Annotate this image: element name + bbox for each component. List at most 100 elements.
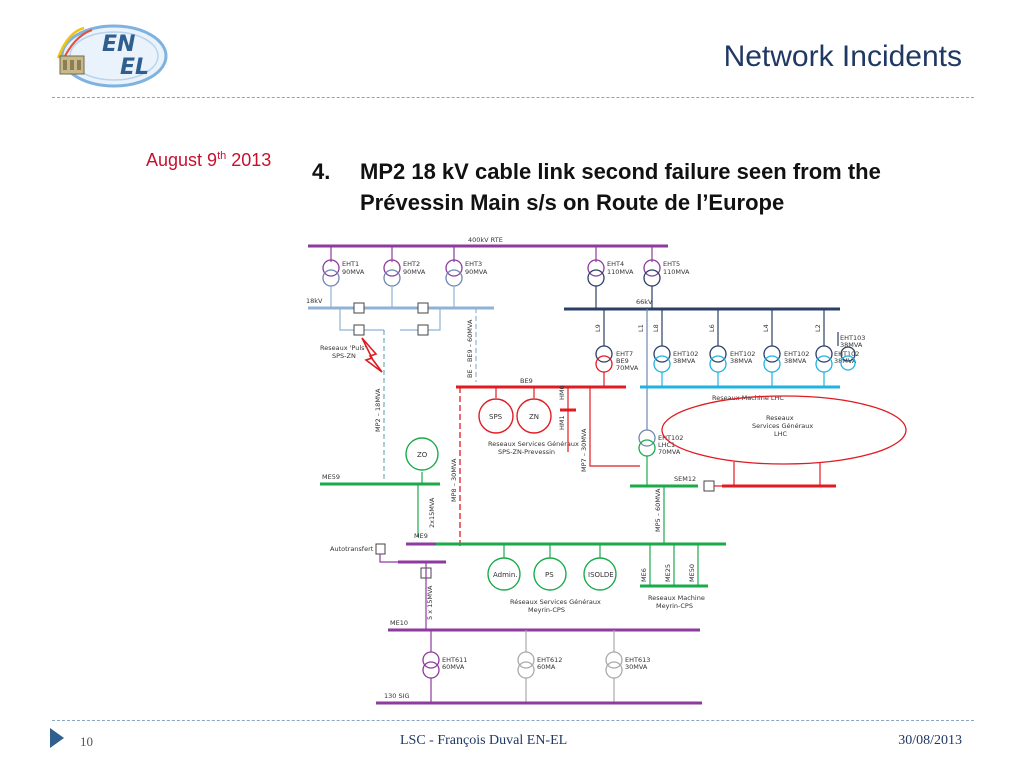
network-diagram: 400kV RTE EHT1 90MVA EHT2 90MVA EHT3 90M… [306, 236, 907, 705]
label-eht2: EHT2 [403, 260, 420, 268]
label-eht1: EHT1 [342, 260, 359, 268]
label-eht613-mva: 30MVA [625, 663, 648, 671]
play-arrow-icon [50, 728, 64, 748]
transformer-eht103: EHT103 38MVA [837, 332, 865, 371]
label-2x15: 2x15MVA [428, 497, 436, 528]
load-isolde [583, 557, 617, 591]
label-me10: ME10 [390, 619, 408, 627]
label-eht103: EHT103 [840, 334, 865, 342]
label-eht102-c-mva: 38MVA [784, 357, 807, 365]
label-l4: L4 [762, 324, 770, 332]
load-zn [516, 398, 552, 434]
label-66kv: 66kV [636, 298, 653, 306]
breaker-18kv-d [417, 324, 429, 336]
label-eht5: EHT5 [663, 260, 680, 268]
label-load-isolde: ISOLDE [588, 571, 614, 579]
transformer-eht102-b: EHT102 38MVA [709, 309, 755, 386]
label-eht1-mva: 90MVA [342, 268, 365, 276]
transformer-eht7: EHT7 BE9 70MVA [595, 345, 639, 387]
label-eht102-a: EHT102 [673, 350, 698, 358]
label-eht5-mva: 110MVA [663, 268, 690, 276]
label-me9: ME9 [414, 532, 428, 540]
label-130sig: 130 SIG [384, 692, 410, 700]
label-5x15: 5 x 15MVA [426, 585, 434, 620]
failure-lightning-icon [361, 337, 383, 373]
label-eht103-mva: 38MVA [840, 341, 863, 349]
header-divider [52, 97, 974, 98]
en-el-logo: EN EL [56, 24, 168, 88]
ring-lhc-services [661, 395, 907, 465]
breaker-autotransfert [375, 543, 386, 555]
transformer-eht1: EHT1 90MVA [322, 246, 365, 308]
load-sps [478, 398, 514, 434]
label-load-admin: Admin. [493, 571, 518, 579]
label-eht612: EHT612 [537, 656, 562, 664]
label-mp7: MP7 – 30MVA [580, 428, 588, 472]
label-eht612-mva: 60MA [537, 663, 556, 671]
label-eht102-d: EHT102 [834, 350, 859, 358]
label-be-be9: BE – BE9 – 60MVA [466, 319, 474, 378]
label-l9: L9 [594, 324, 602, 332]
label-eht611: EHT611 [442, 656, 467, 664]
load-zo [405, 437, 439, 471]
transformer-eht613: EHT613 30MVA [605, 630, 650, 702]
footer-divider [52, 720, 974, 721]
date-sup: th [217, 150, 227, 162]
label-rsg-lhc-3: LHC [774, 430, 788, 438]
label-eht7: EHT7 [616, 350, 633, 358]
transformer-eht3: EHT3 90MVA [445, 246, 488, 308]
label-rsg-spszn-1: Reseaux Services Généraux [488, 440, 579, 448]
transformer-eht2: EHT2 90MVA [383, 246, 426, 308]
cable-mp7 [589, 387, 640, 467]
label-load-ps: PS [545, 571, 554, 579]
label-sps-zn-top: SPS-ZN [332, 352, 356, 360]
label-autotransfert: Autotransfert [330, 545, 374, 553]
label-eht7-mva: 70MVA [616, 364, 639, 372]
transformer-eht102-a: EHT102 38MVA [653, 309, 698, 386]
logo-text-en: EN [102, 32, 135, 57]
transformer-eht612: EHT612 60MA [517, 630, 562, 702]
label-l6: L6 [708, 324, 716, 332]
label-l2: L2 [814, 324, 822, 332]
bullet-text: MP2 18 kV cable link second failure seen… [360, 159, 881, 215]
footer-author: LSC - François Duval EN-EL [400, 733, 568, 748]
label-l1: L1 [637, 324, 645, 332]
label-load-zo: ZO [417, 451, 428, 459]
label-lhc1: LHC1 [658, 441, 675, 449]
load-admin [487, 557, 521, 591]
label-eht4-mva: 110MVA [607, 268, 634, 276]
label-rsg-meyrin-2: Meyrin-CPS [528, 606, 565, 614]
label-mp8: MP8 – 30MVA [450, 458, 458, 502]
label-hm0: HM0 [558, 385, 566, 400]
label-eht3: EHT3 [465, 260, 482, 268]
label-me25: ME25 [664, 564, 672, 582]
label-eht102-lhc: EHT102 [658, 434, 683, 442]
label-eht102-c: EHT102 [784, 350, 809, 358]
label-sem12: SEM12 [674, 475, 696, 483]
logo-text-el: EL [120, 55, 149, 80]
label-18kv: 18kV [306, 297, 323, 305]
label-eht7-be9: BE9 [616, 357, 629, 365]
transformer-eht4: EHT4 110MVA [587, 246, 634, 308]
label-rsg-lhc-2: Services Généraux [752, 422, 813, 430]
page-title: Network Incidents [723, 40, 962, 73]
load-ps [533, 557, 567, 591]
label-rsg-spszn-2: SPS-ZN-Prevessin [498, 448, 555, 456]
breaker-18kv-a [353, 302, 365, 314]
label-me50: ME50 [688, 564, 696, 582]
transformer-eht102-c: EHT102 38MVA [763, 309, 809, 386]
breaker-18kv-c [353, 324, 365, 336]
label-eht613: EHT613 [625, 656, 650, 664]
label-rsg-meyrin-1: Réseaux Services Généraux [510, 598, 601, 606]
label-load-sps: SPS [489, 413, 503, 421]
label-eht2-mva: 90MVA [403, 268, 426, 276]
transformer-eht611: EHT611 60MVA [422, 630, 467, 702]
label-eht102-b: EHT102 [730, 350, 755, 358]
label-rm-meyrin-2: Meyrin-CPS [656, 602, 693, 610]
date-tag: August 9th 2013 [146, 150, 271, 171]
label-lhc1-mva: 70MVA [658, 448, 681, 456]
label-eht4: EHT4 [607, 260, 624, 268]
label-me6: ME6 [640, 568, 648, 582]
transformer-eht5: EHT5 110MVA [643, 246, 690, 308]
page-number: 10 [80, 734, 93, 749]
